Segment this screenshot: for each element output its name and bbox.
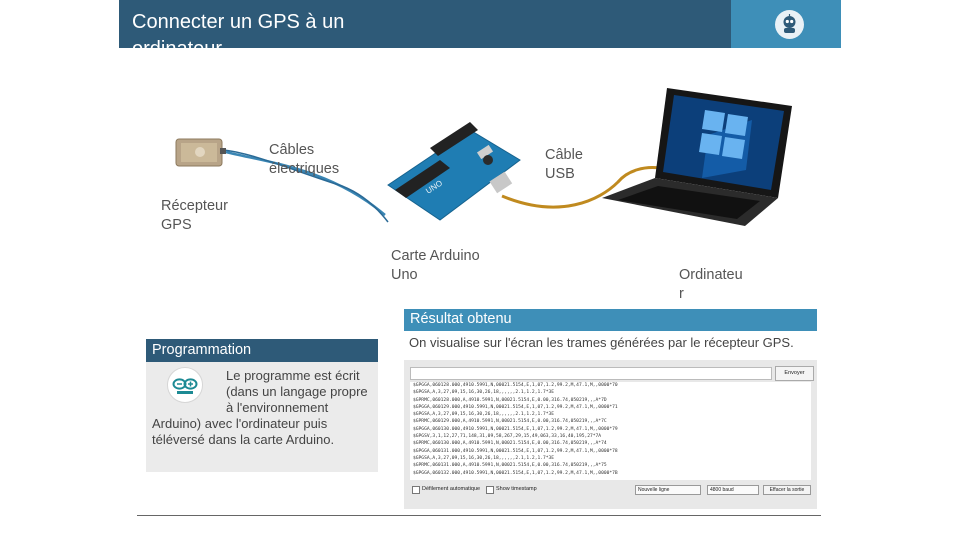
computer-label: Ordinateu r	[679, 267, 743, 302]
programming-text-block: Le programme est écrit (dans un langage …	[152, 368, 378, 448]
serial-line: $GPGGA,060130.000,4910.5991,N,00021.5154…	[413, 426, 618, 432]
result-title: Résultat obtenu	[410, 311, 512, 327]
serial-line: $GPGGA,060132.000,4910.5991,N,00021.5154…	[413, 470, 618, 476]
arduino-board-icon: UNO	[387, 122, 521, 221]
autoscroll-checkbox[interactable]	[412, 486, 420, 494]
serial-line: $GPGGA,060128.000,4910.5991,N,00021.5154…	[413, 383, 618, 388]
arduino-logo-icon	[167, 367, 203, 403]
arduino-label: Carte Arduino Uno	[391, 248, 480, 283]
gps-module-icon	[175, 138, 226, 167]
serial-line: $GPGGA,060129.000,4910.5991,N,00021.5154…	[413, 404, 618, 410]
serial-line: $GPRMC,060128.000,A,4910.5991,N,00021.51…	[413, 397, 607, 403]
timestamp-checkbox[interactable]	[486, 486, 494, 494]
timestamp-label: Show timestamp	[496, 486, 537, 492]
serial-line: $GPRMC,060130.000,A,4910.5991,N,00021.51…	[413, 441, 607, 447]
laptop-icon	[602, 88, 792, 226]
programming-text: Le programme est écrit (dans un langage …	[152, 368, 368, 447]
serial-line: $GPRMC,060131.000,A,4910.5991,N,00021.51…	[413, 463, 607, 469]
serial-line: $GPGSA,A,3,27,09,15,16,30,26,18,,,,,,2.1…	[413, 412, 555, 418]
line-ending-select[interactable]: Nouvelle ligne	[635, 485, 701, 495]
title-bar: Connecter un GPS à un ordinateur	[119, 0, 731, 48]
connection-diagram: UNO	[175, 88, 792, 226]
send-button[interactable]: Envoyer	[775, 366, 814, 381]
gps-label: Récepteur GPS	[161, 198, 228, 233]
cables-label: Câbles électriques	[269, 142, 340, 177]
programming-title: Programmation	[152, 342, 252, 358]
autoscroll-label: Défilement automatique	[422, 486, 481, 492]
bottom-divider	[137, 515, 821, 516]
serial-line: $GPGGA,060131.000,4910.5991,N,00021.5154…	[413, 448, 618, 454]
serial-output[interactable]: $GPGGA,060128.000,4910.5991,N,00021.5154…	[410, 382, 811, 480]
baud-select[interactable]: 4800 baud	[707, 485, 759, 495]
serial-line: $GPGSV,3,1,12,27,71,148,31,09,58,267,29,…	[413, 434, 602, 440]
serial-send-input[interactable]	[410, 367, 772, 380]
serial-footer: Défilement automatique Show timestamp No…	[410, 483, 811, 499]
logo-box	[731, 0, 841, 48]
usb-label: Câble USB	[545, 147, 583, 182]
serial-line: $GPGSA,A,3,27,09,15,16,30,26,18,,,,,,2.1…	[413, 455, 555, 461]
serial-line: $GPRMC,060129.000,A,4910.5991,N,00021.51…	[413, 419, 607, 425]
result-header: Résultat obtenu	[404, 309, 817, 331]
robot-logo-icon	[775, 10, 804, 39]
programming-header: Programmation	[146, 339, 378, 362]
serial-line: $GPGSA,A,3,27,09,15,16,30,26,18,,,,,,2.1…	[413, 390, 555, 396]
page-title: Connecter un GPS à un ordinateur	[132, 11, 345, 48]
result-description: On visualise sur l'écran les trames géné…	[409, 335, 794, 350]
serial-monitor: Envoyer $GPGGA,060128.000,4910.5991,N,00…	[404, 360, 817, 509]
programming-panel: Le programme est écrit (dans un langage …	[146, 362, 378, 472]
clear-output-button[interactable]: Effacer la sortie	[763, 485, 811, 495]
